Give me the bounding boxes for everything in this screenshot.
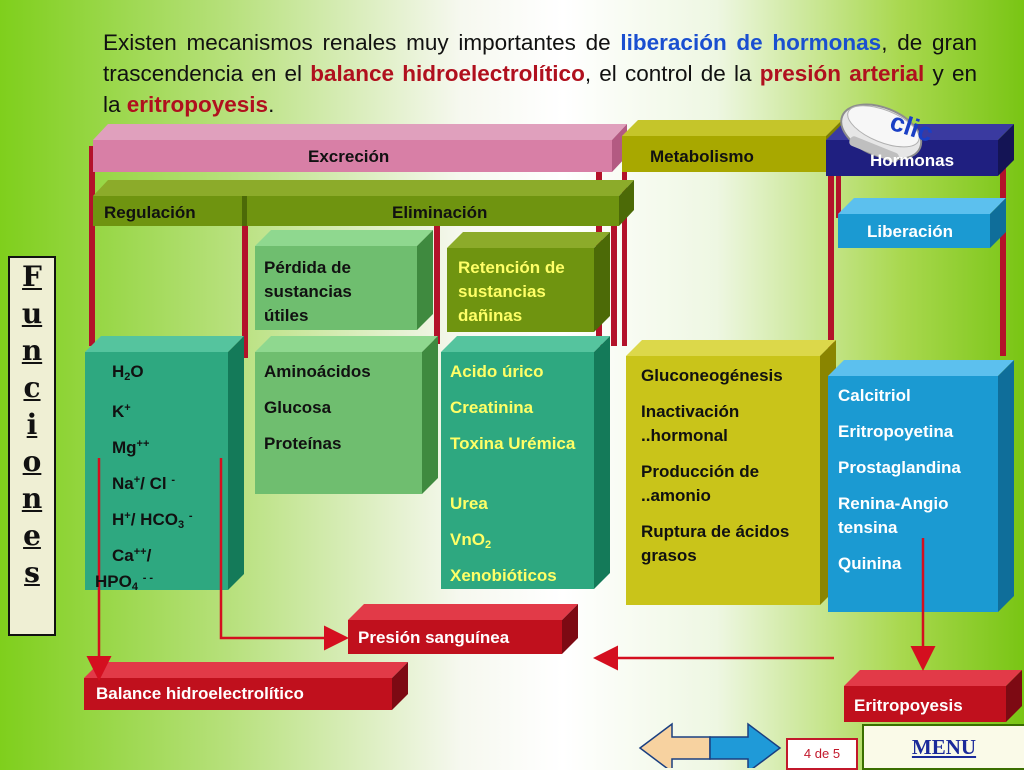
balance-box bbox=[84, 662, 408, 710]
list-item: Inactivación ..hormonal bbox=[641, 402, 740, 445]
funciones-vertical-label: F u n c i o n e s bbox=[8, 256, 56, 636]
perdida-label: Pérdida de sustancias útiles bbox=[264, 258, 352, 325]
list-item: VnO2 bbox=[450, 530, 492, 551]
regulacion-label: Regulación bbox=[104, 203, 196, 222]
metabolismo-box bbox=[622, 120, 842, 172]
page-indicator: 4 de 5 bbox=[786, 738, 858, 770]
list-item: Calcitriol bbox=[838, 386, 911, 405]
list-item: Prostaglandina bbox=[838, 458, 961, 477]
next-arrow-icon[interactable] bbox=[709, 722, 782, 768]
retencion-list-box bbox=[441, 336, 610, 589]
eliminacion-label: Eliminación bbox=[392, 203, 488, 222]
metabolismo-list: Gluconeogénesis Inactivación ..hormonal … bbox=[636, 364, 816, 568]
keyword-presion: presión arterial bbox=[759, 61, 925, 86]
hormonas-list: Calcitriol Eritropoyetina Prostaglandina… bbox=[838, 384, 990, 588]
list-item: K+ bbox=[112, 402, 131, 421]
perdida-list-box bbox=[255, 336, 438, 494]
eritropoyesis-box bbox=[844, 670, 1022, 722]
list-item: Glucosa bbox=[264, 398, 332, 417]
list-item: Renina-Angio tensina bbox=[838, 494, 949, 537]
perdida-list: Aminoácidos Glucosa Proteínas bbox=[264, 360, 414, 468]
list-item: Toxina Urémica bbox=[450, 434, 576, 453]
list-item: Acido úrico bbox=[450, 362, 544, 381]
list-item: Xenobióticos bbox=[450, 566, 557, 585]
list-item: Eritropoyetina bbox=[838, 422, 954, 441]
intro-paragraph: Existen mecanismos renales muy important… bbox=[103, 30, 977, 117]
mouse-icon[interactable] bbox=[833, 94, 929, 170]
excrecion-box bbox=[93, 124, 627, 172]
keyword-balance: balance hidroelectrolítico bbox=[310, 61, 585, 86]
keyword-liberacion: liberación de hormonas bbox=[620, 30, 882, 55]
list-item: Creatinina bbox=[450, 398, 534, 417]
list-item: Urea bbox=[450, 494, 488, 513]
perdida-box bbox=[255, 230, 433, 330]
list-item: HPO4 - - bbox=[95, 572, 154, 593]
retencion-list: Acido úrico Creatinina Toxina Urémica Ur… bbox=[450, 360, 590, 600]
list-item: Quinina bbox=[838, 554, 902, 573]
menu-button[interactable]: MENU bbox=[862, 724, 1024, 770]
retencion-label: Retención de sustancias dañinas bbox=[458, 258, 565, 325]
list-item: Ruptura de ácidos grasos bbox=[641, 522, 790, 565]
hormonas-list-box bbox=[828, 360, 1014, 612]
presion-box bbox=[348, 604, 578, 654]
balance-label: Balance hidroelectrolítico bbox=[96, 684, 304, 703]
excrecion-label: Excreción bbox=[308, 147, 390, 166]
list-item: Producción de ..amonio bbox=[641, 462, 760, 505]
list-item: H+/ HCO3 - bbox=[112, 510, 193, 531]
retencion-box bbox=[447, 232, 610, 332]
presion-label: Presión sanguínea bbox=[358, 628, 510, 647]
nav-arrows bbox=[638, 722, 782, 768]
eritropoyesis-label: Eritropoyesis bbox=[854, 696, 963, 715]
list-item: Na+/ Cl - bbox=[112, 474, 176, 493]
keyword-eritropoyesis: eritropoyesis bbox=[126, 92, 269, 117]
flow-arrows bbox=[86, 458, 936, 681]
liberacion-label: Liberación bbox=[867, 222, 953, 241]
list-item: Proteínas bbox=[264, 434, 342, 453]
prev-arrow-icon[interactable] bbox=[638, 722, 711, 768]
regulacion-list-box bbox=[85, 336, 244, 590]
list-item: Ca++/ bbox=[112, 546, 152, 565]
regulacion-list: H2O K+ Mg++ Na+/ Cl - H+/ HCO3 - Ca++/ bbox=[112, 360, 232, 576]
list-item: Gluconeogénesis bbox=[641, 366, 783, 385]
regulacion-eliminacion-box bbox=[93, 180, 634, 226]
list-item: Aminoácidos bbox=[264, 362, 371, 381]
hormonas-label: Hormonas bbox=[870, 151, 955, 170]
list-item: H2O bbox=[112, 362, 144, 383]
liberacion-box bbox=[838, 198, 1006, 248]
metabolismo-label: Metabolismo bbox=[650, 147, 754, 166]
list-item: Mg++ bbox=[112, 438, 150, 457]
